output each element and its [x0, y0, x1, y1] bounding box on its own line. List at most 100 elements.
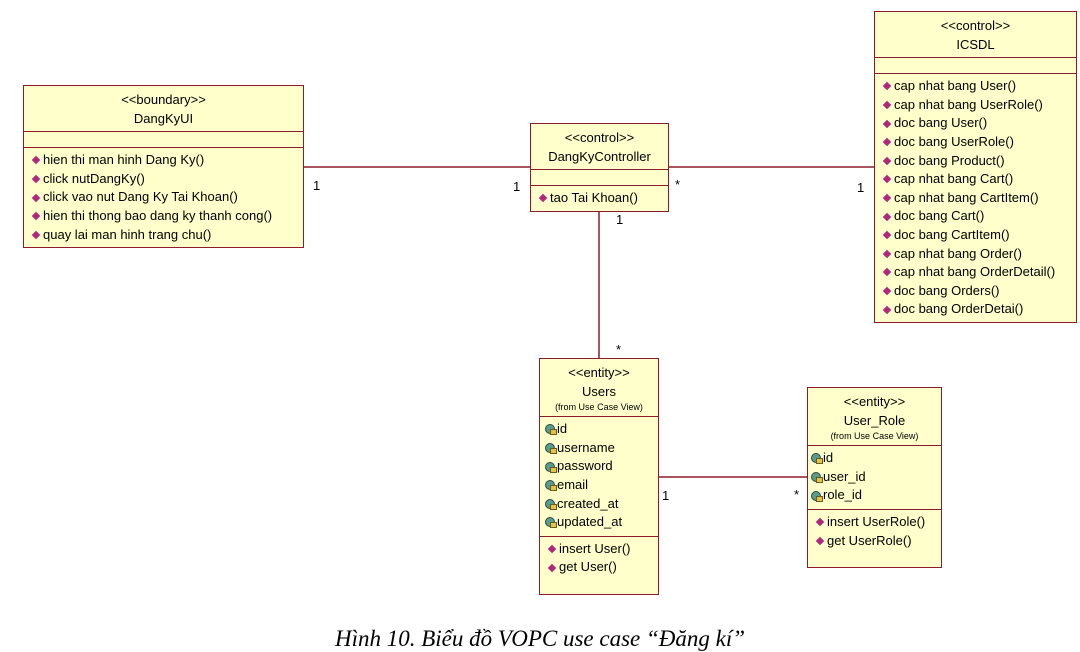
- operation-icon: [815, 536, 825, 546]
- origin-label: (from Use Case View): [830, 431, 919, 442]
- class-user-role[interactable]: <<entity>> User_Role (from Use Case View…: [807, 387, 942, 568]
- operation-icon: [31, 212, 41, 221]
- operation-item: doc bang OrderDetai(): [882, 300, 1074, 319]
- operation-item: doc bang Orders(): [882, 282, 1074, 301]
- operation-item: doc bang CartItem(): [882, 226, 1074, 245]
- class-dangkycontroller[interactable]: <<control>> DangKyController tao Tai Kho…: [530, 123, 669, 212]
- class-name: Users: [582, 383, 616, 399]
- operation-item: click nutDangKy(): [31, 170, 301, 189]
- operation-item: hien thi thong bao dang ky thanh cong(): [31, 207, 301, 226]
- operation-item: doc bang User(): [882, 114, 1074, 133]
- attribute-item: email: [545, 476, 656, 495]
- stereotype-label: <<entity>>: [568, 365, 630, 380]
- operation-icon: [882, 193, 892, 203]
- operations-compartment: tao Tai Khoan(): [531, 186, 668, 212]
- operation-item: cap nhat bang CartItem(): [882, 189, 1074, 208]
- private-attribute-icon: [545, 443, 557, 455]
- operations-compartment: insert UserRole() get UserRole(): [808, 510, 941, 554]
- stereotype-label: <<control>>: [564, 130, 635, 145]
- operation-icon: [882, 305, 892, 314]
- multiplicity-controller-icsdl-right: 1: [857, 180, 865, 195]
- multiplicity-controller-icsdl-left: *: [675, 177, 681, 192]
- class-header: <<control>> DangKyController: [531, 124, 668, 171]
- operation-item: tao Tai Khoan(): [538, 189, 666, 208]
- attributes-compartment: [531, 170, 668, 187]
- class-name: DangKyController: [548, 148, 651, 164]
- operation-item: cap nhat bang User(): [882, 77, 1074, 96]
- private-attribute-icon: [545, 480, 557, 492]
- class-header: <<control>> ICSDL: [875, 12, 1076, 59]
- class-name: DangKyUI: [133, 110, 194, 126]
- class-name: ICSDL: [956, 36, 995, 52]
- operation-icon: [547, 544, 557, 554]
- class-users[interactable]: <<entity>> Users (from Use Case View) id…: [539, 358, 659, 595]
- stereotype-label: <<boundary>>: [121, 92, 206, 107]
- attribute-item: created_at: [545, 495, 656, 514]
- operations-compartment: hien thi man hinh Dang Ky() click nutDan…: [24, 148, 303, 248]
- operation-icon: [882, 119, 892, 128]
- operation-icon: [31, 156, 41, 165]
- operation-icon: [882, 82, 892, 91]
- private-attribute-icon: [545, 461, 557, 473]
- operation-item: click vao nut Dang Ky Tai Khoan(): [31, 188, 301, 207]
- operation-icon: [882, 286, 892, 296]
- attribute-item: id: [811, 449, 939, 468]
- operation-item: get UserRole(): [815, 532, 939, 551]
- operation-item: hien thi man hinh Dang Ky(): [31, 151, 301, 170]
- operation-item: cap nhat bang Order(): [882, 245, 1074, 264]
- attributes-compartment: id username password email created_at up…: [540, 417, 658, 537]
- multiplicity-users-role-right: *: [794, 487, 800, 502]
- class-header: <<boundary>> DangKyUI: [24, 86, 303, 133]
- operation-item: get User(): [547, 558, 656, 577]
- stereotype-label: <<control>>: [940, 18, 1011, 33]
- operation-icon: [882, 268, 892, 277]
- private-attribute-icon: [811, 490, 823, 502]
- operation-icon: [882, 230, 892, 240]
- operations-compartment: cap nhat bang User() cap nhat bang UserR…: [875, 74, 1076, 323]
- multiplicity-ui-controller-right: 1: [513, 179, 521, 194]
- class-header: <<entity>> Users (from Use Case View): [540, 359, 658, 418]
- class-icsdl[interactable]: <<control>> ICSDL cap nhat bang User() c…: [874, 11, 1077, 323]
- operation-icon: [31, 230, 41, 240]
- operation-item: doc bang UserRole(): [882, 133, 1074, 152]
- operation-icon: [31, 174, 41, 184]
- operation-item: quay lai man hinh trang chu(): [31, 226, 301, 245]
- attribute-item: username: [545, 439, 656, 458]
- operation-item: cap nhat bang Cart(): [882, 170, 1074, 189]
- operation-icon: [547, 563, 557, 572]
- operation-item: doc bang Product(): [882, 152, 1074, 171]
- attributes-compartment: [875, 58, 1076, 75]
- operation-icon: [882, 249, 892, 259]
- operation-item: doc bang Cart(): [882, 207, 1074, 226]
- multiplicity-controller-users-bottom: *: [616, 342, 622, 357]
- attribute-item: updated_at: [545, 513, 656, 532]
- attribute-item: id: [545, 420, 656, 439]
- operation-item: insert User(): [547, 540, 656, 559]
- attribute-item: password: [545, 457, 656, 476]
- operation-icon: [882, 175, 892, 184]
- multiplicity-users-role-left: 1: [662, 488, 670, 503]
- operation-icon: [538, 194, 548, 203]
- operation-icon: [815, 518, 825, 527]
- class-dangkyui[interactable]: <<boundary>> DangKyUI hien thi man hinh …: [23, 85, 304, 248]
- operation-icon: [31, 193, 41, 202]
- class-header: <<entity>> User_Role (from Use Case View…: [808, 388, 941, 447]
- operation-item: cap nhat bang OrderDetail(): [882, 263, 1074, 282]
- attribute-item: user_id: [811, 468, 939, 487]
- figure-caption: Hình 10. Biểu đồ VOPC use case “Đăng kí”: [334, 626, 746, 651]
- private-attribute-icon: [545, 517, 557, 529]
- attributes-compartment: id user_id role_id: [808, 446, 941, 510]
- operation-icon: [882, 156, 892, 166]
- operation-icon: [882, 100, 892, 110]
- operation-item: cap nhat bang UserRole(): [882, 96, 1074, 115]
- private-attribute-icon: [811, 453, 823, 465]
- operation-icon: [882, 138, 892, 147]
- private-attribute-icon: [545, 424, 557, 436]
- operation-item: insert UserRole(): [815, 513, 939, 532]
- attribute-item: role_id: [811, 486, 939, 505]
- origin-label: (from Use Case View): [555, 402, 643, 413]
- operations-compartment: insert User() get User(): [540, 537, 658, 581]
- multiplicity-ui-controller-left: 1: [313, 178, 321, 193]
- operation-icon: [882, 212, 892, 221]
